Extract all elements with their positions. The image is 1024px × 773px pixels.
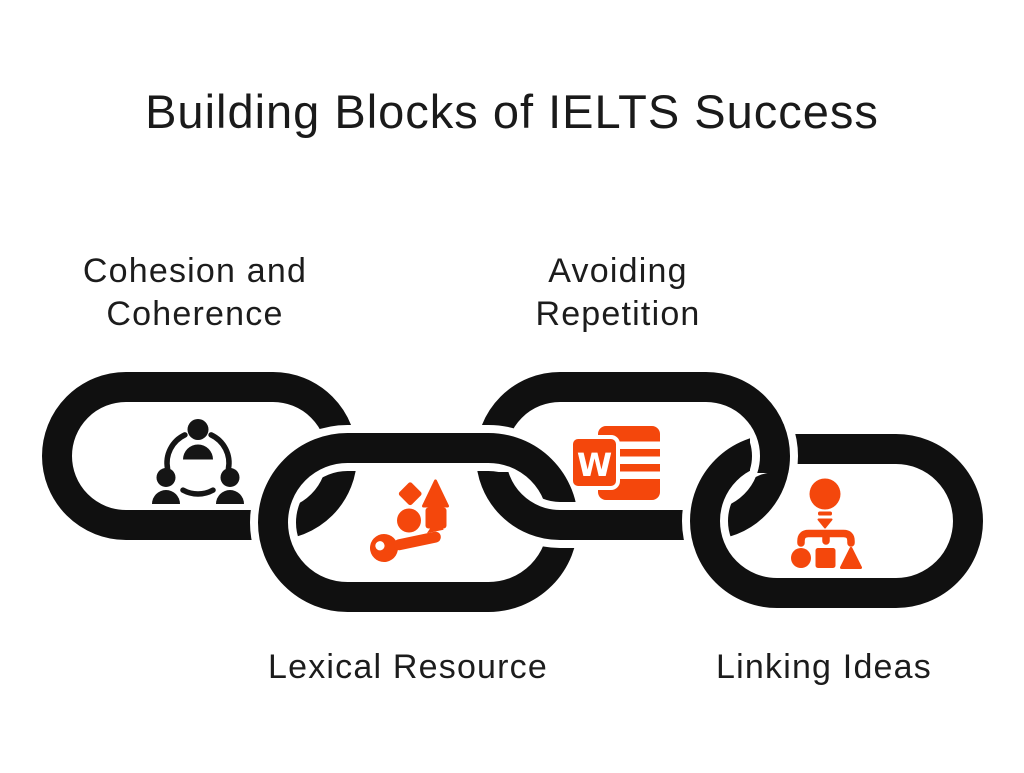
down-arrow <box>817 518 833 529</box>
label-lexical-resource: Lexical Resource <box>268 648 548 686</box>
person-right-head <box>220 468 240 487</box>
key-icon <box>370 513 444 562</box>
bulb-base <box>816 509 834 518</box>
label-linking-ideas: Linking Ideas <box>716 648 932 686</box>
triangle-shape <box>422 479 449 508</box>
person-top-head <box>187 419 209 440</box>
network-arc-left <box>164 432 188 472</box>
document-text-lines <box>611 441 663 479</box>
team-network-icon <box>152 419 244 504</box>
key-hole <box>375 541 385 551</box>
person-top-body <box>183 444 213 460</box>
key-head <box>370 534 398 562</box>
key-shapes-icon <box>370 479 449 562</box>
idea-hierarchy-icon <box>791 478 862 569</box>
word-letter: W <box>577 446 612 484</box>
diamond-shape <box>398 482 422 506</box>
person-right-body <box>216 490 244 504</box>
circle-shape <box>397 508 421 533</box>
word-badge <box>569 435 620 490</box>
hierarchy-square-node <box>815 548 836 568</box>
network-arc-bottom <box>180 487 216 497</box>
hierarchy-triangle-node <box>840 547 862 569</box>
word-document-icon: W <box>569 426 663 500</box>
key-shaft <box>393 531 441 551</box>
network-arc-right <box>208 432 232 472</box>
hierarchy-connector <box>797 529 855 547</box>
label-avoiding-repetition: Avoiding Repetition <box>535 252 701 333</box>
person-left-head <box>156 468 176 487</box>
hierarchy-circle-node <box>791 548 811 568</box>
person-left-body <box>152 490 180 504</box>
label-cohesion-and-coherence: Cohesion and Coherence <box>82 252 308 333</box>
page-title: Building Blocks of IELTS Success <box>145 85 879 138</box>
bulb-globe <box>809 478 841 510</box>
key-flag <box>426 513 444 534</box>
